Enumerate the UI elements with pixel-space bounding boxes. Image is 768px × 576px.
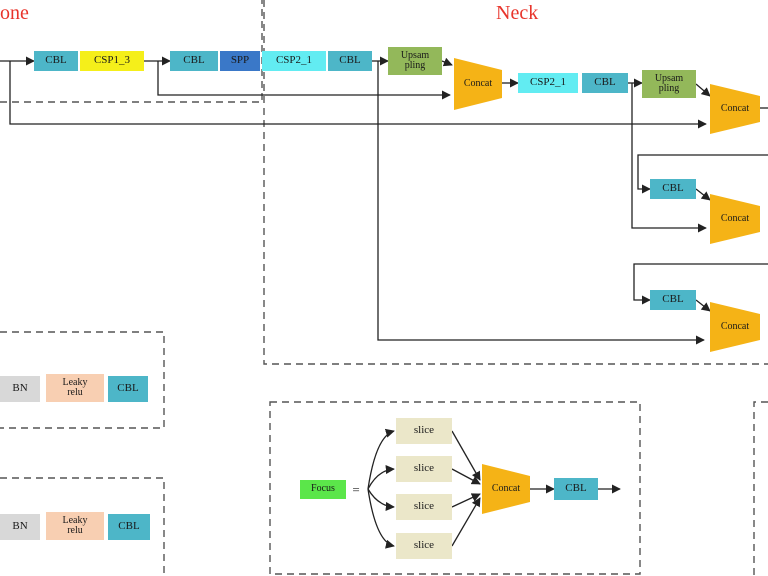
upsampling2-to-concat-arrow — [695, 83, 711, 97]
slice-label-2: slice — [413, 462, 435, 475]
spp-block — [220, 51, 260, 71]
neck-frame — [263, 0, 768, 365]
concat2-out-to-cbl3 — [637, 154, 768, 194]
concat-label-1: Concat — [463, 77, 493, 89]
spp-label: SPP — [230, 54, 250, 67]
backbone-cbl-2 — [170, 51, 218, 71]
equals-to-slice4-arrow — [367, 488, 395, 549]
concat-block-3 — [710, 194, 760, 244]
concat-label-4: Concat — [720, 320, 750, 332]
legend-bn-block-2 — [0, 514, 40, 540]
concat-block-4 — [710, 302, 760, 352]
backbone-section-title: one — [0, 2, 29, 24]
skip-backbone-to-concat2 — [9, 61, 707, 129]
csp-definition-frame — [0, 477, 165, 576]
backbone-frame — [0, 0, 263, 103]
neck-cbl-2-label: CBL — [594, 76, 616, 89]
upsampling-block-2 — [642, 70, 696, 98]
skip-neck-cbl-to-concat5 — [377, 61, 705, 345]
slice-block-2 — [396, 456, 452, 482]
neck-cbl-4 — [650, 290, 696, 310]
csp2-1-label-1: CSP2_1 — [275, 54, 313, 67]
upsampling-to-concat-arrow — [441, 57, 453, 67]
focus-block — [300, 480, 346, 499]
legend-bn-label-1: BN — [12, 382, 28, 395]
legend-leaky-relu-block-2 — [46, 512, 104, 540]
focus-cbl-label: CBL — [565, 482, 587, 495]
neck-cbl-3 — [650, 179, 696, 199]
cbl3-to-concat4-arrow — [695, 188, 711, 201]
next-definition-frame — [753, 401, 768, 576]
neck-cbl-1-label: CBL — [339, 54, 361, 67]
backbone-cbl-2-label: CBL — [183, 54, 205, 67]
concat-label-3: Concat — [720, 212, 750, 224]
focus-concat-label: Concat — [491, 482, 521, 494]
equals-to-slice2-arrow — [367, 464, 395, 490]
legend-bn-label-2: BN — [12, 520, 28, 533]
legend-cbl-block-2 — [108, 514, 150, 540]
legend-leaky-relu-label-1: Leaky relu — [62, 376, 88, 398]
cbl-definition-frame — [0, 331, 165, 429]
slice2-to-concat-arrow — [451, 468, 481, 485]
equals-to-slice1-arrow — [367, 428, 395, 490]
slice4-to-concat-arrow — [451, 497, 481, 547]
csp1-3-block — [80, 51, 144, 71]
neck-cbl-2 — [582, 73, 628, 93]
neck-cbl-3-label: CBL — [662, 182, 684, 195]
legend-cbl-label-1: CBL — [117, 382, 139, 395]
backbone-cbl-1-label: CBL — [45, 54, 67, 67]
slice-label-4: slice — [413, 539, 435, 552]
slice-block-4 — [396, 533, 452, 559]
focus-label: Focus — [311, 483, 335, 495]
csp2-1-block-2 — [518, 73, 578, 93]
csp2-1-block-1 — [262, 51, 326, 71]
legend-cbl-label-2: CBL — [118, 520, 140, 533]
upsampling-label-2: Upsam pling — [654, 72, 684, 94]
legend-bn-block-1 — [0, 376, 40, 402]
slice-block-1 — [396, 418, 452, 444]
equals-to-slice3-arrow — [367, 488, 395, 512]
upsampling-label-1: Upsam pling — [400, 49, 430, 71]
legend-cbl-block-1 — [108, 376, 148, 402]
concat-block-2 — [710, 84, 760, 134]
focus-definition-frame — [269, 401, 641, 575]
cbl4-to-concat5-arrow — [695, 299, 711, 312]
backbone-cbl-1 — [34, 51, 78, 71]
skip-cbl2-to-concat4 — [631, 83, 707, 233]
slice1-to-concat-arrow — [451, 430, 481, 481]
slice-label-3: slice — [413, 500, 435, 513]
concat-block-1 — [454, 58, 502, 110]
slice3-to-concat-arrow — [451, 493, 481, 508]
neck-cbl-4-label: CBL — [662, 293, 684, 306]
csp2-1-label-2: CSP2_1 — [529, 76, 567, 89]
neck-cbl-1 — [328, 51, 372, 71]
focus-concat-block — [482, 464, 530, 514]
neck-section-title: Neck — [496, 2, 539, 24]
csp1-3-label: CSP1_3 — [93, 54, 131, 67]
legend-leaky-relu-label-2: Leaky relu — [62, 514, 88, 536]
slice-block-3 — [396, 494, 452, 520]
upsampling-block-1 — [388, 47, 442, 75]
concat4-out-to-cbl4 — [633, 263, 768, 305]
equals-sign: = — [352, 481, 360, 497]
slice-label-1: slice — [413, 424, 435, 437]
legend-leaky-relu-block-1 — [46, 374, 104, 402]
concat-label-2: Concat — [720, 102, 750, 114]
focus-cbl-block — [554, 478, 598, 500]
skip-csp1-to-concat1 — [157, 61, 451, 100]
